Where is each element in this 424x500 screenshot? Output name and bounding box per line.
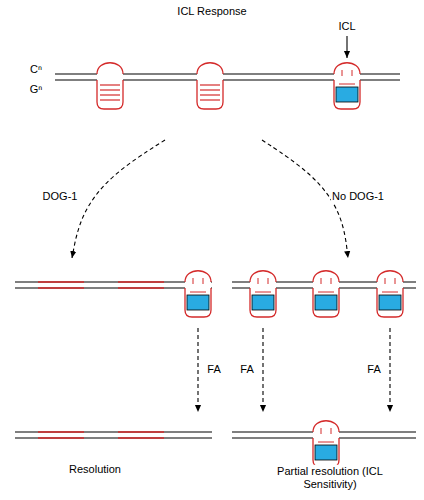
- pathway-label: DOG-1: [42, 190, 79, 203]
- process-arrow: [262, 328, 263, 412]
- icl-bubble: [313, 271, 339, 317]
- outcome-label: Partial resolution (ICL Sensitivity): [274, 465, 386, 491]
- process-arrow: [197, 328, 198, 412]
- step-label: FA: [239, 363, 254, 376]
- step-label: FA: [206, 363, 221, 376]
- g4-bubble: [97, 63, 123, 109]
- icl-bubble: [185, 271, 211, 317]
- icl-bubble: [250, 271, 276, 317]
- dna-duplex: [15, 432, 212, 438]
- icl-bubble: [377, 271, 403, 317]
- g4-bubble: [197, 63, 223, 109]
- icl-bubble: [334, 63, 360, 109]
- icl-label: ICL: [337, 20, 356, 33]
- process-arrow: [389, 328, 390, 412]
- strand-label: Cⁿ: [29, 63, 43, 76]
- dna-duplex: [15, 282, 212, 288]
- process-arrow: [72, 140, 165, 258]
- pathway-label: No DOG-1: [331, 190, 385, 203]
- step-label: FA: [366, 363, 381, 376]
- diagram-title: ICL Response: [176, 5, 247, 18]
- strand-label: Gⁿ: [29, 83, 44, 96]
- icl-bubble: [313, 421, 339, 467]
- process-arrow: [346, 36, 347, 58]
- outcome-label: Resolution: [68, 463, 122, 476]
